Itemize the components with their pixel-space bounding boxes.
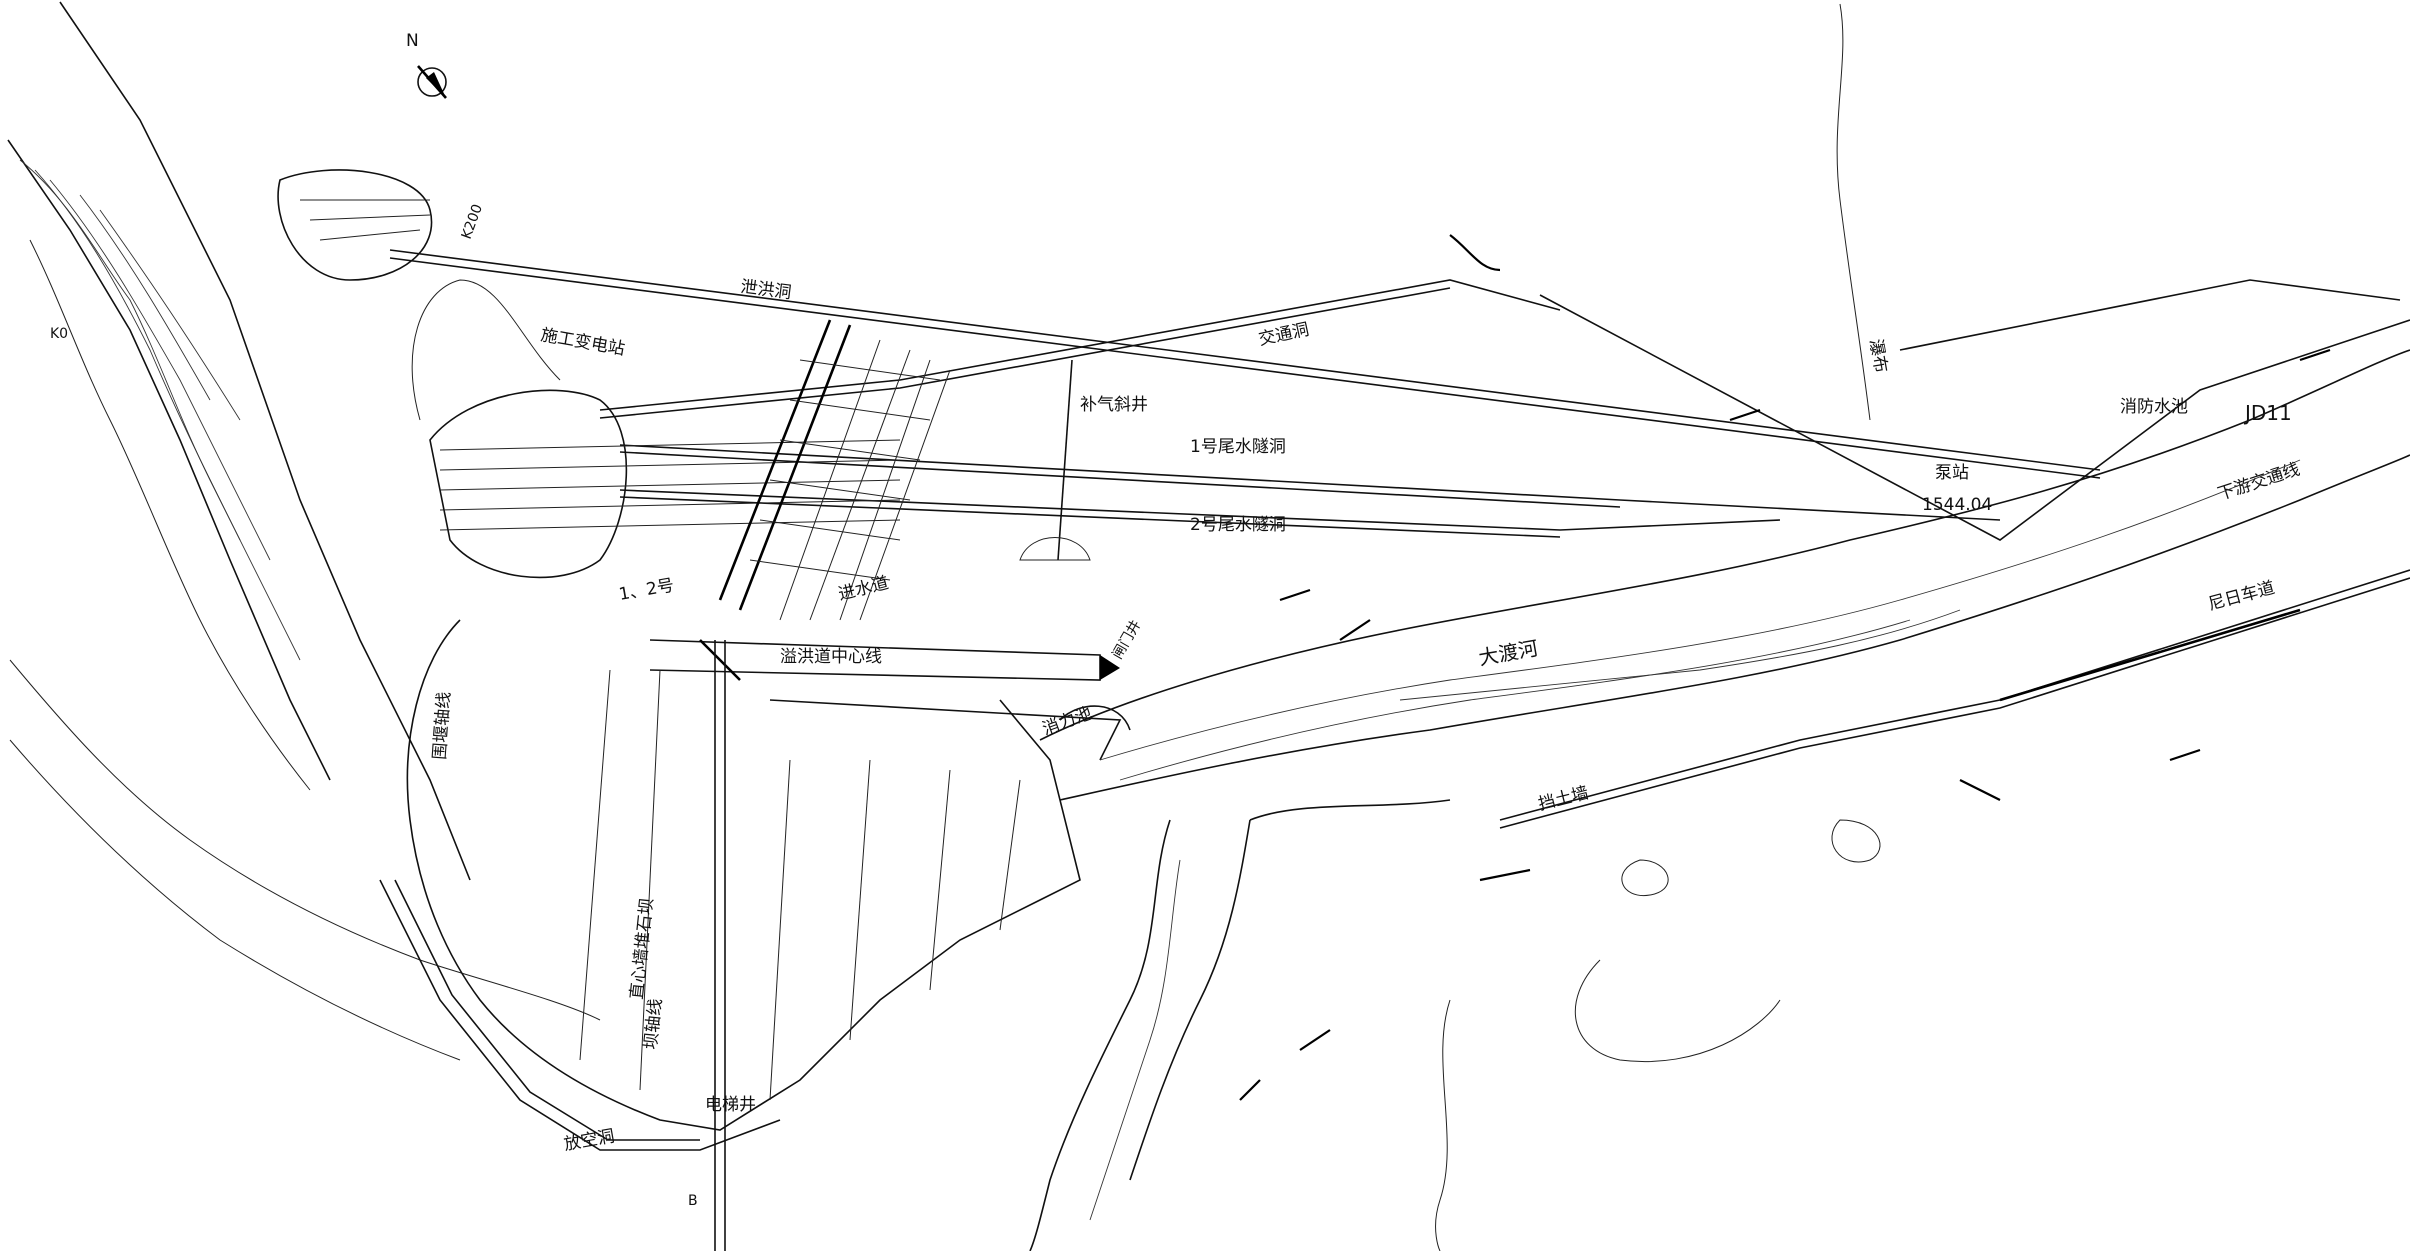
label-tunnel-12: 1、2号 — [617, 576, 675, 605]
label-niri-road: 尼日车道 — [2206, 578, 2277, 615]
label-pool: 消防水池 — [2120, 397, 2188, 417]
label-waterfall: 瀑布 — [1865, 337, 1891, 374]
emptying-tunnel — [379, 879, 781, 1151]
label-elevation: 1544.04 — [1922, 495, 1992, 515]
upstream-river — [7, 1, 601, 1061]
label-dadu-river: 大渡河 — [1477, 636, 1540, 670]
upstream-cofferdam: K0 — [50, 169, 433, 342]
label-cofferdam-axis: 围堰轴线 — [430, 691, 455, 760]
label-substation: 施工变电站 — [539, 325, 626, 359]
label-section-b: B — [688, 1193, 698, 1209]
powerhouse-complex: 施工变电站 进水道 1、2号 — [411, 279, 951, 621]
label-dam-axis: 坝轴线 — [641, 998, 666, 1051]
dadu-river: 大渡河 — [1039, 349, 2410, 801]
label-head-tunnel: 进水道 — [836, 573, 890, 605]
label-retaining-wall: 挡土墙 — [1536, 783, 1590, 815]
label-air-shaft: 补气斜井 — [1080, 395, 1148, 415]
stream: 瀑布 — [1836, 3, 1891, 421]
tailrace-tunnels: 1号尾水隧洞 2号尾水隧洞 1544.04 泵站 — [619, 437, 2001, 538]
label-traffic-tunnel: 交通洞 — [1257, 320, 1311, 350]
retaining-wall: 挡土墙 尼日车道 — [1499, 569, 2410, 829]
air-shaft: 补气斜井 — [1019, 359, 1148, 561]
label-core-wall-dam: 直心墙堆石坝 — [627, 897, 658, 1001]
dam-body: 围堰轴线 直心墙堆石坝 坝轴线 电梯井 放空洞 B — [406, 619, 1081, 1251]
label-k200: K200 — [459, 202, 486, 241]
tributary: 消力池 — [1029, 703, 1451, 1251]
north-arrow-icon: N — [406, 31, 447, 99]
label-elevator-shaft: 电梯井 — [705, 1095, 756, 1115]
label-diversion-tunnel: 泄洪洞 — [739, 277, 792, 303]
north-label: N — [406, 31, 419, 51]
label-gate-shaft: 闸门井 — [1110, 618, 1145, 662]
label-spillway-centerline: 溢洪道中心线 — [780, 647, 882, 667]
rock-hatching — [1239, 234, 2331, 1101]
label-tailrace-1: 1号尾水隧洞 — [1190, 437, 1286, 457]
traffic-tunnel: 交通洞 — [599, 279, 1561, 419]
label-tailrace-2: 2号尾水隧洞 — [1190, 515, 1286, 535]
label-downstream-road: 下游交通线 — [2215, 459, 2302, 504]
lowland-contours — [1435, 819, 1881, 1251]
label-k0: K0 — [50, 326, 68, 342]
label-pump-station: 泵站 — [1935, 463, 1969, 483]
label-plunge-pool: 消力池 — [1040, 703, 1095, 739]
spillway: 溢洪道中心线 闸门井 — [649, 618, 1145, 761]
